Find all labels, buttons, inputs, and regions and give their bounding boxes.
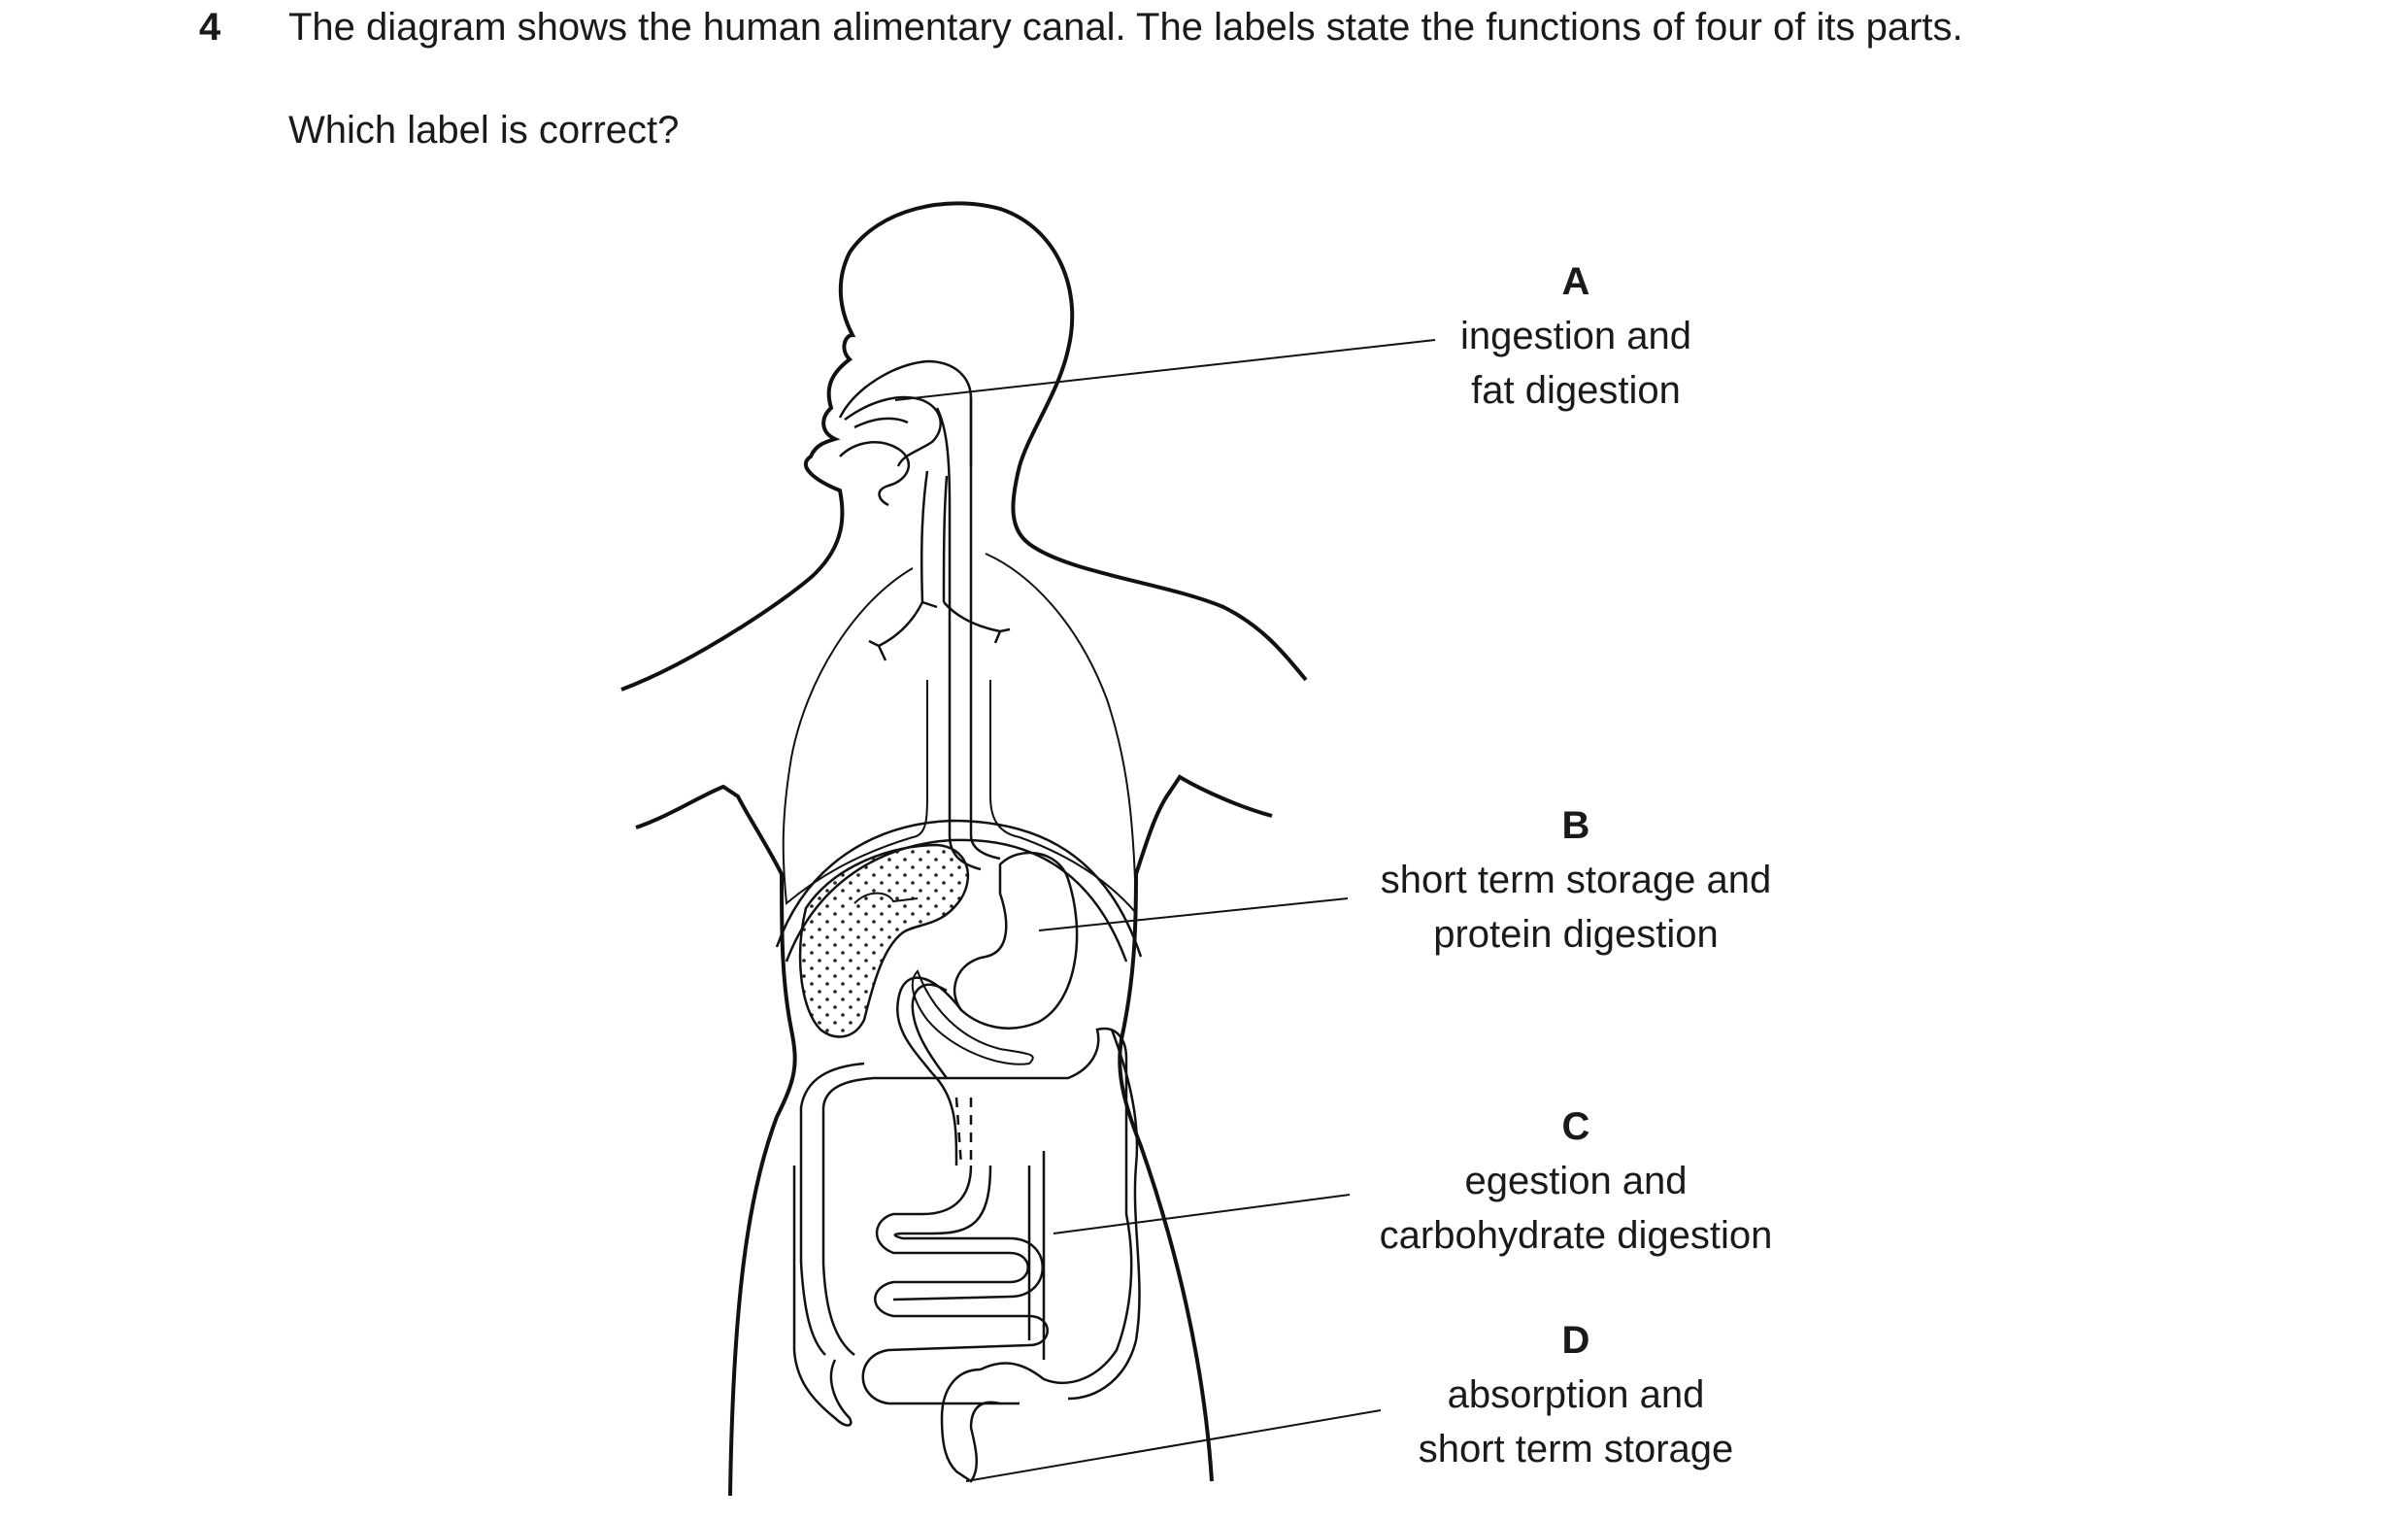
trachea [920,470,949,609]
label-a-line2: fat digestion [1471,369,1681,412]
label-d-letter: D [1561,1319,1590,1362]
right-lung [985,553,1138,916]
label-b: B short term storage and protein digesti… [1275,798,1877,962]
bronchi [868,601,1011,661]
pointer-line-d [965,1409,1382,1482]
duodenum [895,976,962,1166]
colon-left [792,1166,853,1427]
label-a: A ingestion and fat digestion [1275,254,1877,418]
label-d-line2: short term storage [1418,1428,1734,1470]
label-a-line1: ingestion and [1460,315,1691,357]
small-intestine [861,1151,1049,1405]
label-a-letter: A [1561,260,1590,303]
label-b-letter: B [1561,804,1590,847]
duodenum-dashed [954,1097,973,1166]
rectum [940,1368,1001,1483]
stomach [953,851,1079,1030]
gall-bladder [853,892,919,904]
colon-right [1067,1029,1141,1401]
tongue [839,441,910,507]
liver [798,843,970,1038]
label-c-line2: carbohydrate digestion [1379,1214,1773,1257]
question-prompt: Which label is correct? [288,109,680,152]
label-c: C egestion and carbohydrate digestion [1275,1099,1877,1263]
body-outline-right [1118,774,1273,1482]
pointer-line-c [1053,1194,1351,1234]
label-d: D absorption and short term storage [1275,1313,1877,1476]
large-intestine [799,1027,1133,1384]
left-lung [782,567,928,905]
label-c-letter: C [1561,1105,1590,1148]
question-stem: The diagram shows the human alimentary c… [288,6,1963,49]
question-number: 4 [199,6,221,49]
pancreas [911,969,1034,1065]
pointer-line-b [1038,897,1349,931]
pointer-line-a [894,339,1436,401]
label-d-line1: absorption and [1447,1373,1705,1416]
body-outline-left [635,784,797,1497]
mouth-cavity [838,359,973,467]
label-c-line1: egestion and [1464,1160,1688,1202]
body-outline-head [620,201,1308,692]
label-b-line2: protein digestion [1433,913,1719,956]
label-b-line1: short term storage and [1380,859,1772,901]
